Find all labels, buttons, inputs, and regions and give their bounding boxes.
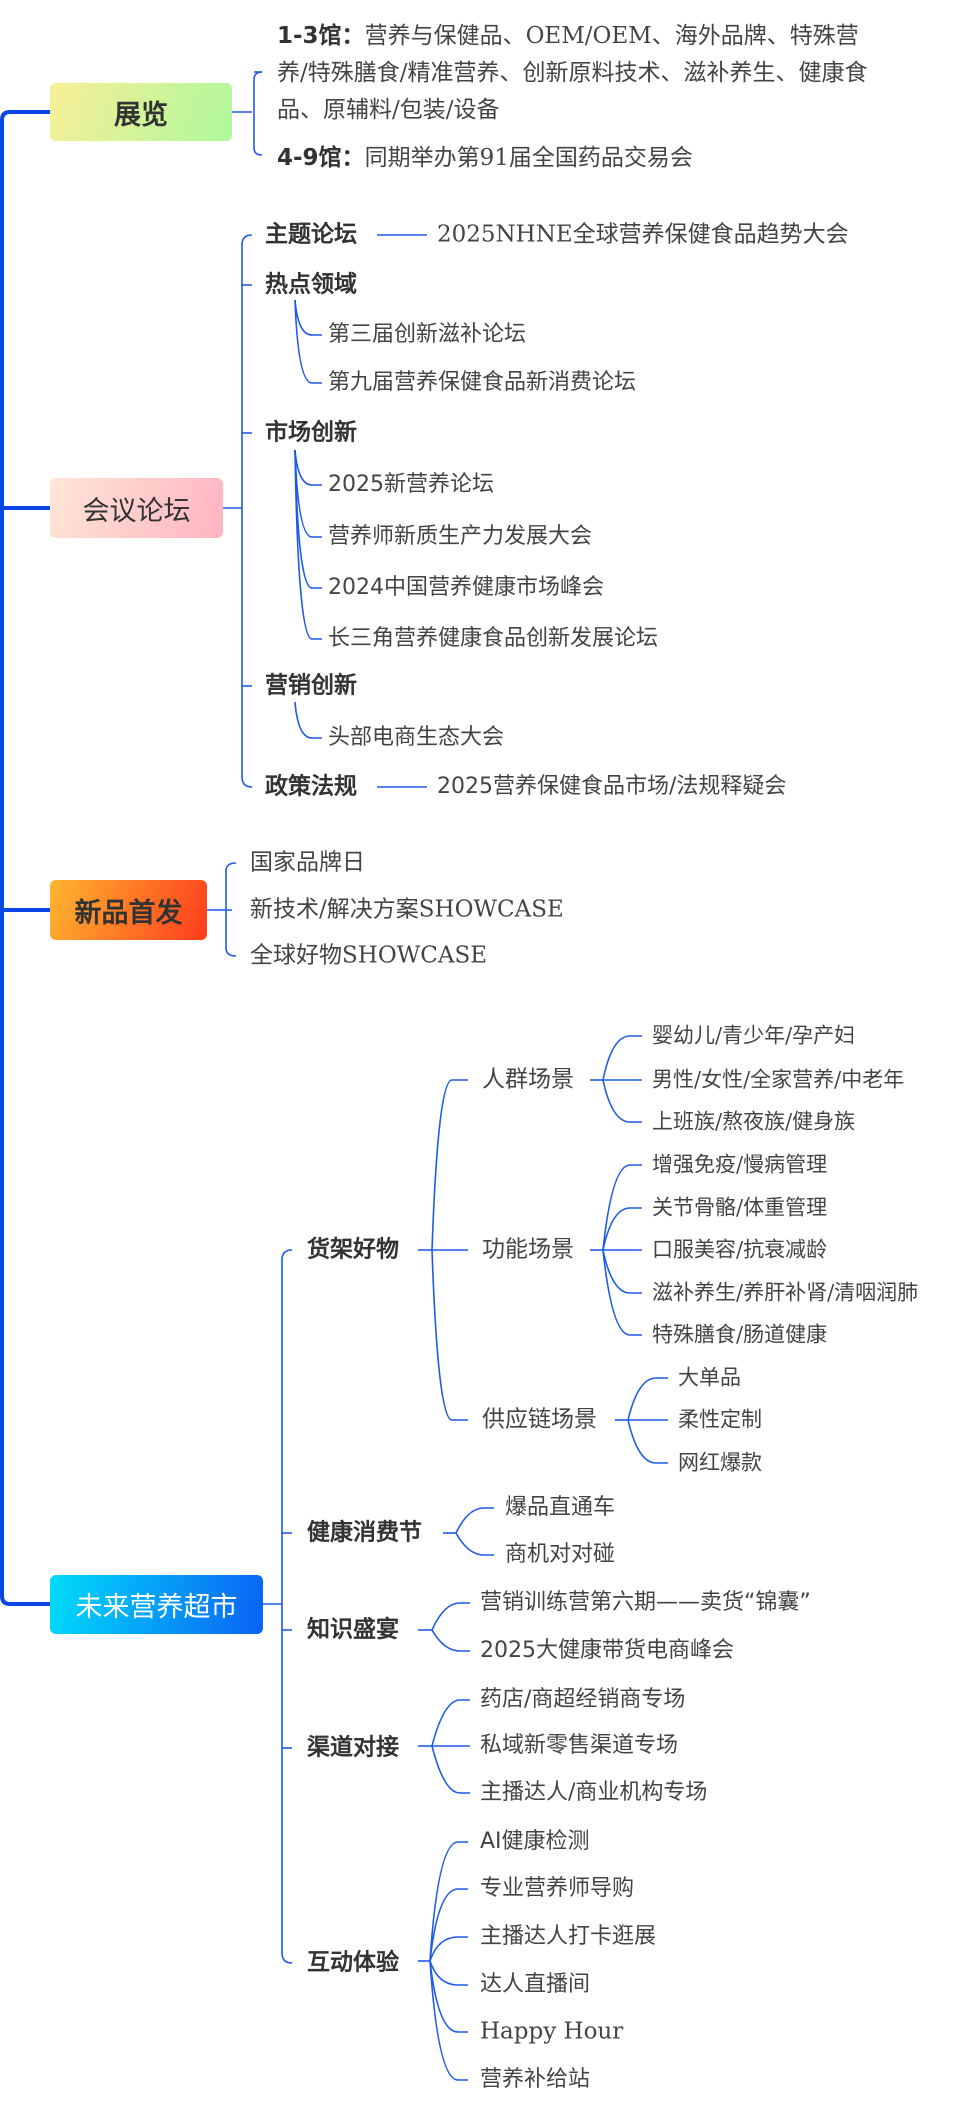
forum-market-item[interactable]: 营养师新质生产力发展大会 — [328, 524, 593, 549]
forum-bracket — [241, 234, 253, 788]
forum-market-item[interactable]: 长三角营养健康食品创新发展论坛 — [328, 626, 659, 651]
interactive-item[interactable]: Happy Hour — [480, 2018, 624, 2045]
forum-hot-label[interactable]: 热点领域 — [265, 271, 357, 298]
forum-marketing-item[interactable]: 头部电商生态大会 — [328, 725, 505, 750]
festival-item[interactable]: 爆品直通车 — [505, 1495, 616, 1520]
forum-theme-item[interactable]: 2025NHNE全球营养保健食品趋势大会 — [437, 221, 849, 248]
shelf-item[interactable]: 男性/女性/全家营养/中老年 — [652, 1067, 905, 1092]
forum-label: 会议论坛 — [82, 495, 191, 527]
shelf-label[interactable]: 货架好物 — [307, 1236, 399, 1263]
launch-item[interactable]: 全球好物SHOWCASE — [250, 942, 488, 969]
market-label: 未来营养超市 — [75, 1592, 238, 1623]
interactive-item[interactable]: 专业营养师导购 — [480, 1876, 635, 1901]
shelf-item[interactable]: 大单品 — [678, 1365, 741, 1390]
forum-theme-label[interactable]: 主题论坛 — [265, 221, 357, 248]
shelf-item[interactable]: 滋补养生/养肝补肾/清咽润肺 — [652, 1280, 919, 1305]
shelf-item[interactable]: 特殊膳食/肠道健康 — [652, 1322, 828, 1347]
forum-market-item[interactable]: 2024中国营养健康市场峰会 — [328, 575, 604, 600]
market-node[interactable]: 未来营养超市 — [50, 1575, 263, 1634]
shelf-item[interactable]: 网红爆款 — [678, 1450, 762, 1475]
hall-1-3-label: 1-3馆： — [277, 23, 365, 49]
shelf-item[interactable]: 增强免疫/慢病管理 — [652, 1152, 828, 1177]
knowledge-item[interactable]: 营销训练营第六期——卖货“锦囊” — [480, 1590, 811, 1615]
forum-hot-item[interactable]: 第三届创新滋补论坛 — [328, 322, 527, 347]
expo-node[interactable]: 展览 — [50, 83, 232, 141]
interactive-item[interactable]: AI健康检测 — [480, 1829, 590, 1854]
shelf-group-label[interactable]: 人群场景 — [482, 1066, 574, 1093]
shelf-group-label[interactable]: 供应链场景 — [482, 1406, 597, 1433]
channel-item[interactable]: 药店/商超经销商专场 — [480, 1687, 686, 1712]
festival-item[interactable]: 商机对对碰 — [505, 1542, 616, 1567]
shelf-item[interactable]: 关节骨骼/体重管理 — [652, 1195, 828, 1220]
channel-label[interactable]: 渠道对接 — [307, 1734, 399, 1761]
interactive-item[interactable]: 达人直播间 — [480, 1972, 591, 1997]
forum-market-label[interactable]: 市场创新 — [265, 419, 357, 446]
knowledge-label[interactable]: 知识盛宴 — [307, 1616, 399, 1643]
launch-bracket — [225, 862, 237, 957]
shelf-item[interactable]: 口服美容/抗衰减龄 — [652, 1237, 828, 1262]
hall-4-9-text: 同期举办第91届全国药品交易会 — [364, 145, 693, 171]
channel-item[interactable]: 私域新零售渠道专场 — [480, 1733, 679, 1758]
interactive-item[interactable]: 营养补给站 — [480, 2067, 591, 2092]
hall-4-9-label: 4-9馆： — [277, 145, 365, 171]
launch-label: 新品首发 — [74, 897, 183, 929]
hall-1-3-text: 营养与保健品、OEM/OEM、海外品牌、特殊营养/特殊膳食/精准营养、创新原料技… — [277, 23, 868, 123]
shelf-item[interactable]: 柔性定制 — [678, 1407, 762, 1432]
launch-item[interactable]: 新技术/解决方案SHOWCASE — [250, 896, 564, 923]
forum-policy-label[interactable]: 政策法规 — [265, 773, 357, 800]
expo-bracket — [253, 71, 263, 156]
knowledge-item[interactable]: 2025大健康带货电商峰会 — [480, 1638, 734, 1663]
launch-node[interactable]: 新品首发 — [50, 880, 207, 940]
shelf-item[interactable]: 上班族/熬夜族/健身族 — [652, 1109, 856, 1134]
shelf-item[interactable]: 婴幼儿/青少年/孕产妇 — [652, 1023, 856, 1048]
forum-node[interactable]: 会议论坛 — [50, 478, 223, 538]
channel-item[interactable]: 主播达人/商业机构专场 — [480, 1780, 708, 1805]
interactive-label[interactable]: 互动体验 — [307, 1949, 399, 1976]
expo-hall-1-3: 1-3馆：营养与保健品、OEM/OEM、海外品牌、特殊营养/特殊膳食/精准营养、… — [277, 18, 877, 129]
forum-market-item[interactable]: 2025新营养论坛 — [328, 472, 494, 497]
festival-label[interactable]: 健康消费节 — [307, 1519, 422, 1546]
market-bracket — [281, 1249, 293, 1964]
forum-marketing-label[interactable]: 营销创新 — [265, 672, 357, 699]
trunk-line — [0, 110, 50, 1606]
shelf-group-label[interactable]: 功能场景 — [482, 1236, 574, 1263]
launch-item[interactable]: 国家品牌日 — [250, 849, 365, 876]
forum-policy-item[interactable]: 2025营养保健食品市场/法规释疑会 — [437, 774, 787, 799]
forum-hot-item[interactable]: 第九届营养保健食品新消费论坛 — [328, 370, 637, 395]
expo-label: 展览 — [114, 99, 168, 131]
interactive-item[interactable]: 主播达人打卡逛展 — [480, 1924, 657, 1949]
expo-hall-4-9: 4-9馆：同期举办第91届全国药品交易会 — [277, 138, 693, 172]
